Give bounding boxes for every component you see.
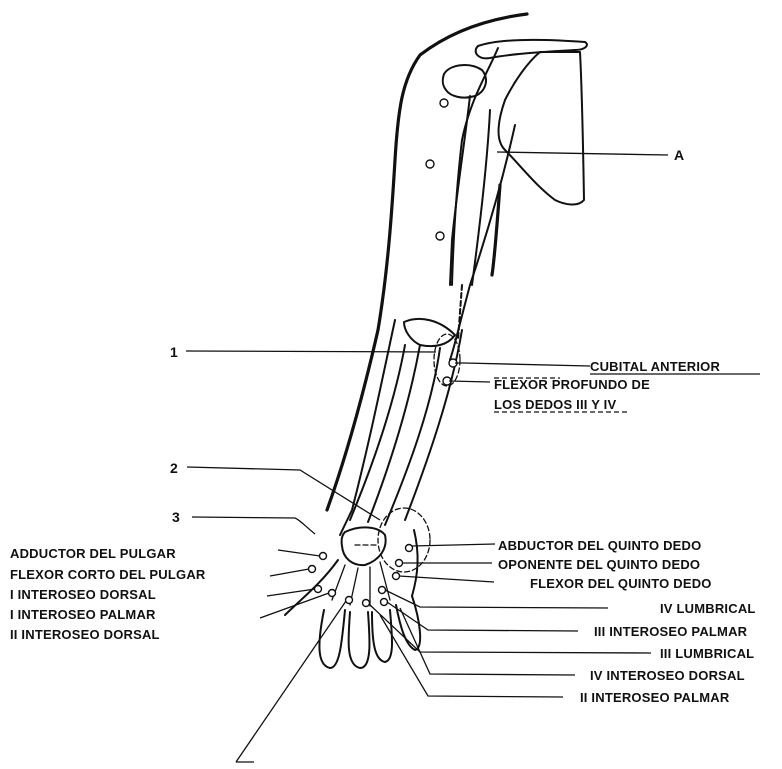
- point-iv-lumbrical: [379, 587, 386, 594]
- label-iv-interoseo-dorsal: IV INTEROSEO DORSAL: [590, 668, 745, 683]
- label-a: A: [674, 147, 684, 163]
- label-adductor-pulgar: ADDUCTOR DEL PULGAR: [10, 546, 176, 561]
- leader-adductor-pulgar: [278, 550, 320, 556]
- label-3: 3: [172, 509, 180, 525]
- labels: A 1 2 3 CUBITAL ANTERIOR FLEXOR PROFUNDO…: [10, 147, 756, 705]
- point-flexor-corto-pulgar: [309, 566, 316, 573]
- leader-flexor-quinto: [399, 576, 494, 582]
- point-abductor-quinto: [406, 545, 413, 552]
- shoulder-inner-line: [452, 48, 498, 285]
- label-abductor-quinto: ABDUCTOR DEL QUINTO DEDO: [498, 538, 701, 553]
- leader-i-interoseo-palmar: [260, 593, 329, 618]
- point-iii-lumbrical: [363, 600, 370, 607]
- label-iv-lumbrical: IV LUMBRICAL: [660, 601, 756, 616]
- index-finger: [319, 610, 345, 668]
- radius-inner: [368, 345, 420, 522]
- humerus: [450, 96, 490, 285]
- leader-flexor-corto: [270, 569, 309, 576]
- label-flexor-profundo-2: LOS DEDOS III Y IV: [494, 397, 616, 412]
- humeral-head: [443, 65, 486, 98]
- leader-cubital: [455, 363, 590, 366]
- label-flexor-profundo-1: FLEXOR PROFUNDO DE: [494, 377, 650, 392]
- leader-ii-interoseo-palmar: [380, 615, 563, 697]
- label-ii-interoseo-palmar: II INTEROSEO PALMAR: [580, 690, 730, 705]
- label-i-interoseo-palmar: I INTEROSEO PALMAR: [10, 607, 156, 622]
- leader-1: [186, 351, 436, 352]
- label-i-interoseo-dorsal: I INTEROSEO DORSAL: [10, 587, 156, 602]
- label-flexor-quinto: FLEXOR DEL QUINTO DEDO: [530, 576, 712, 591]
- leader-iv-lumbrical: [385, 590, 608, 608]
- point-deltoid: [440, 99, 448, 107]
- point-ii-interoseo-dorsal: [346, 597, 353, 604]
- lateral-arm-border: [327, 14, 527, 510]
- label-cubital-anterior: CUBITAL ANTERIOR: [590, 359, 720, 374]
- leader-flexor-profundo: [449, 381, 490, 382]
- leader-3: [192, 517, 315, 534]
- point-i-interoseo-dorsal: [315, 586, 322, 593]
- label-iii-lumbrical: III LUMBRICAL: [660, 646, 754, 661]
- point-iii-interoseo-palmar: [381, 599, 388, 606]
- leader-ii-interoseo-dorsal: [236, 601, 346, 762]
- label-2: 2: [170, 460, 178, 476]
- elbow-joint: [404, 319, 455, 346]
- leader-iv-interoseo-dorsal: [400, 608, 575, 675]
- middle-finger: [349, 612, 370, 668]
- label-oponente-quinto: OPONENTE DEL QUINTO DEDO: [498, 557, 700, 572]
- point-i-interoseo-palmar: [329, 590, 336, 597]
- point-biceps: [426, 160, 434, 168]
- label-1: 1: [170, 344, 178, 360]
- little-finger: [396, 596, 420, 650]
- label-flexor-corto-pulgar: FLEXOR CORTO DEL PULGAR: [10, 567, 206, 582]
- point-oponente-quinto: [396, 560, 403, 567]
- point-brachialis: [436, 232, 444, 240]
- scapula: [499, 52, 584, 205]
- point-flexor-quinto: [393, 573, 400, 580]
- label-iii-interoseo-palmar: III INTEROSEO PALMAR: [594, 624, 748, 639]
- motor-points: [309, 99, 458, 607]
- arm-outline: [327, 14, 527, 535]
- leader-abductor-quinto: [412, 544, 495, 546]
- label-ii-interoseo-dorsal: II INTEROSEO DORSAL: [10, 627, 160, 642]
- point-adductor-pulgar: [320, 553, 327, 560]
- clavicle: [476, 40, 587, 58]
